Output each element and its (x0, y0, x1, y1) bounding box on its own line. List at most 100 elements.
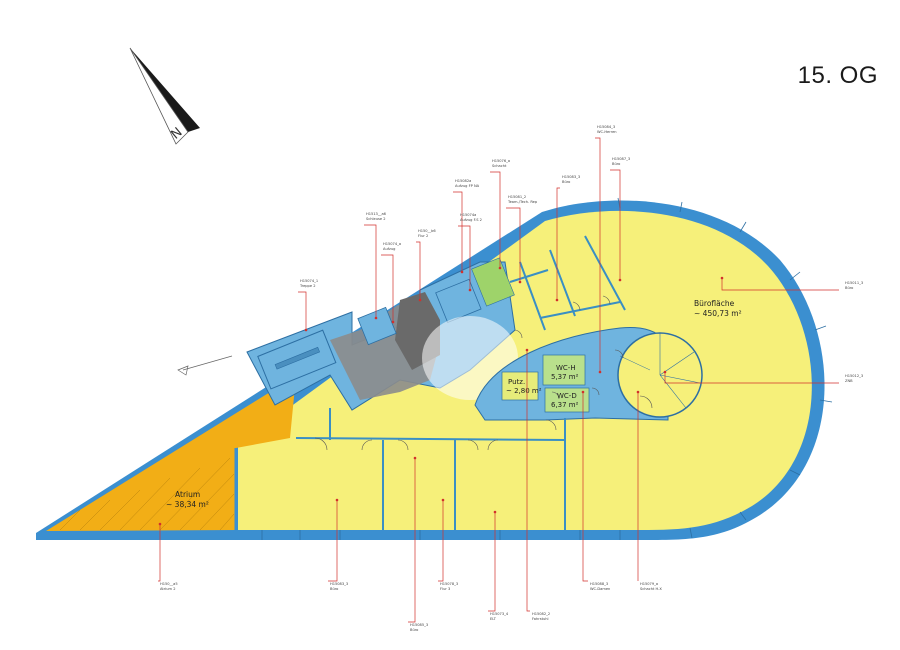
bottom-callout-code-7: H15079_a (640, 582, 658, 586)
wc-h-room (542, 354, 586, 386)
bottom-callout-text-1: Büro (330, 587, 338, 591)
north-arrow-icon: N (129, 47, 200, 145)
bottom-leader-line-3 (408, 458, 416, 623)
window-mullions (261, 197, 833, 540)
partitions (295, 235, 626, 530)
bottom-callout-code-4: H15073_4 (490, 612, 509, 616)
callout-leaders (158, 137, 839, 623)
bottom-leader-dot-3 (413, 456, 417, 460)
tech-room (471, 257, 515, 307)
bottom-leader-dot-5 (525, 348, 529, 352)
top-leader-line-10 (610, 169, 621, 280)
top-callout-code-10: H15087_3 (612, 157, 630, 161)
top-callout-text-4: Aufzug FP NA (455, 184, 480, 188)
right-callout-code-1: H15012_3 (845, 374, 863, 378)
top-leader-dot-4 (460, 270, 464, 274)
top-leader-dot-1 (374, 316, 378, 320)
top-callout-text-3: Flur 2 (418, 234, 428, 238)
putz-room (501, 371, 539, 401)
section-marker-icon (177, 355, 233, 376)
bottom-leader-line-1 (328, 500, 338, 582)
wcd-room-name: WC-D (557, 392, 577, 400)
bottom-callout-code-0: H150__a5 (160, 582, 178, 586)
bottom-leader-line-0 (158, 524, 161, 582)
top-leader-line-3 (416, 241, 421, 300)
wch-room-area: 5,37 m² (551, 373, 579, 381)
bottom-leader-dot-0 (158, 522, 162, 526)
office-room-area: ~ 450,73 m² (694, 309, 742, 318)
bottom-leader-line-6 (582, 392, 588, 582)
bottom-leader-line-2 (438, 500, 444, 582)
top-leader-line-4 (453, 191, 463, 272)
right-leader-line-1 (664, 372, 839, 384)
right-leader-dot-0 (720, 276, 724, 280)
bottom-callout-text-0: Atrium 2 (160, 587, 176, 591)
bottom-leader-line-5 (526, 350, 530, 612)
bottom-callout-text-5: Fahrstuhl (532, 617, 549, 621)
doors (314, 295, 653, 451)
top-leader-line-6 (490, 171, 501, 268)
top-leader-line-5 (458, 225, 471, 290)
top-leader-line-9 (595, 137, 601, 372)
top-callout-text-10: Büro (612, 162, 620, 166)
atrium-room-area: ~ 38,34 m² (166, 500, 209, 509)
top-leader-line-1 (364, 224, 377, 318)
top-leader-line-0 (298, 291, 307, 330)
bottom-callout-text-3: Büro (410, 628, 418, 632)
top-callout-code-4: H15082a (455, 179, 471, 183)
office-room-name: Bürofläche (694, 299, 735, 308)
putz-room-area: ~ 2,80 m² (506, 387, 542, 395)
bottom-callout-code-2: H15078_3 (440, 582, 458, 586)
atrium-room-name: Atrium (175, 490, 200, 499)
right-callout-text-0: Büro (845, 286, 853, 290)
bottom-callout-code-1: H15083_3 (330, 582, 348, 586)
top-callout-code-7: H15081_2 (508, 195, 526, 199)
top-leader-dot-9 (598, 370, 602, 374)
top-callout-code-8: H15083_3 (562, 175, 580, 179)
bottom-callout-text-6: WC-Damen (590, 587, 610, 591)
top-callout-text-2: Aufzug (383, 247, 395, 251)
top-callout-code-5: H15074a (460, 213, 476, 217)
wch-room-name: WC-H (556, 364, 576, 372)
floor-title: 15. OG (797, 62, 878, 89)
right-leader-dot-1 (663, 370, 667, 374)
bottom-callout-text-2: Flur 3 (440, 587, 450, 591)
top-leader-dot-7 (518, 280, 522, 284)
top-callout-text-6: Schacht (492, 164, 507, 168)
top-leader-line-8 (556, 187, 560, 300)
stair-run (274, 346, 321, 370)
top-callout-text-1: Schleuse 2 (366, 217, 386, 221)
bottom-leader-line-4 (488, 512, 496, 612)
top-callout-code-9: H15084_3 (597, 125, 615, 129)
putz-room-name: Putz. (508, 378, 525, 386)
top-callout-text-7: Team-/Tech. Rep (507, 200, 538, 204)
bottom-leader-dot-4 (493, 510, 497, 514)
top-callout-code-2: H15074_a (383, 242, 401, 246)
top-leader-dot-8 (555, 298, 559, 302)
bottom-callout-text-4: ELT (490, 617, 497, 621)
bottom-callout-code-3: H15085_3 (410, 623, 428, 627)
top-callout-text-5: Aufzug F.S 2 (460, 218, 482, 222)
top-leader-line-7 (506, 207, 521, 282)
bottom-callout-text-7: Schacht H.X (640, 587, 662, 591)
bottom-leader-dot-1 (335, 498, 339, 502)
atrium-area (46, 376, 296, 531)
top-leader-dot-6 (498, 266, 502, 270)
right-callout-code-0: H15011_3 (845, 281, 863, 285)
top-leader-dot-2 (391, 320, 395, 324)
atrium-hatch (59, 457, 235, 531)
top-callout-code-1: H1513__a6 (366, 212, 387, 216)
right-callout-text-1: ZNB (845, 379, 853, 383)
top-leader-dot-5 (468, 288, 472, 292)
bottom-leader-dot-2 (441, 498, 445, 502)
top-leader-dot-0 (304, 328, 308, 332)
top-leader-line-2 (381, 254, 394, 322)
top-callout-code-0: H15074_1 (300, 279, 318, 283)
top-callout-code-6: H15076_a (492, 159, 510, 163)
elevator-car-1 (357, 306, 397, 346)
top-callout-text-9: WC-Herren (597, 130, 617, 134)
top-callout-code-3: H150__b6 (418, 229, 436, 233)
top-callout-text-8: Büro (562, 180, 570, 184)
